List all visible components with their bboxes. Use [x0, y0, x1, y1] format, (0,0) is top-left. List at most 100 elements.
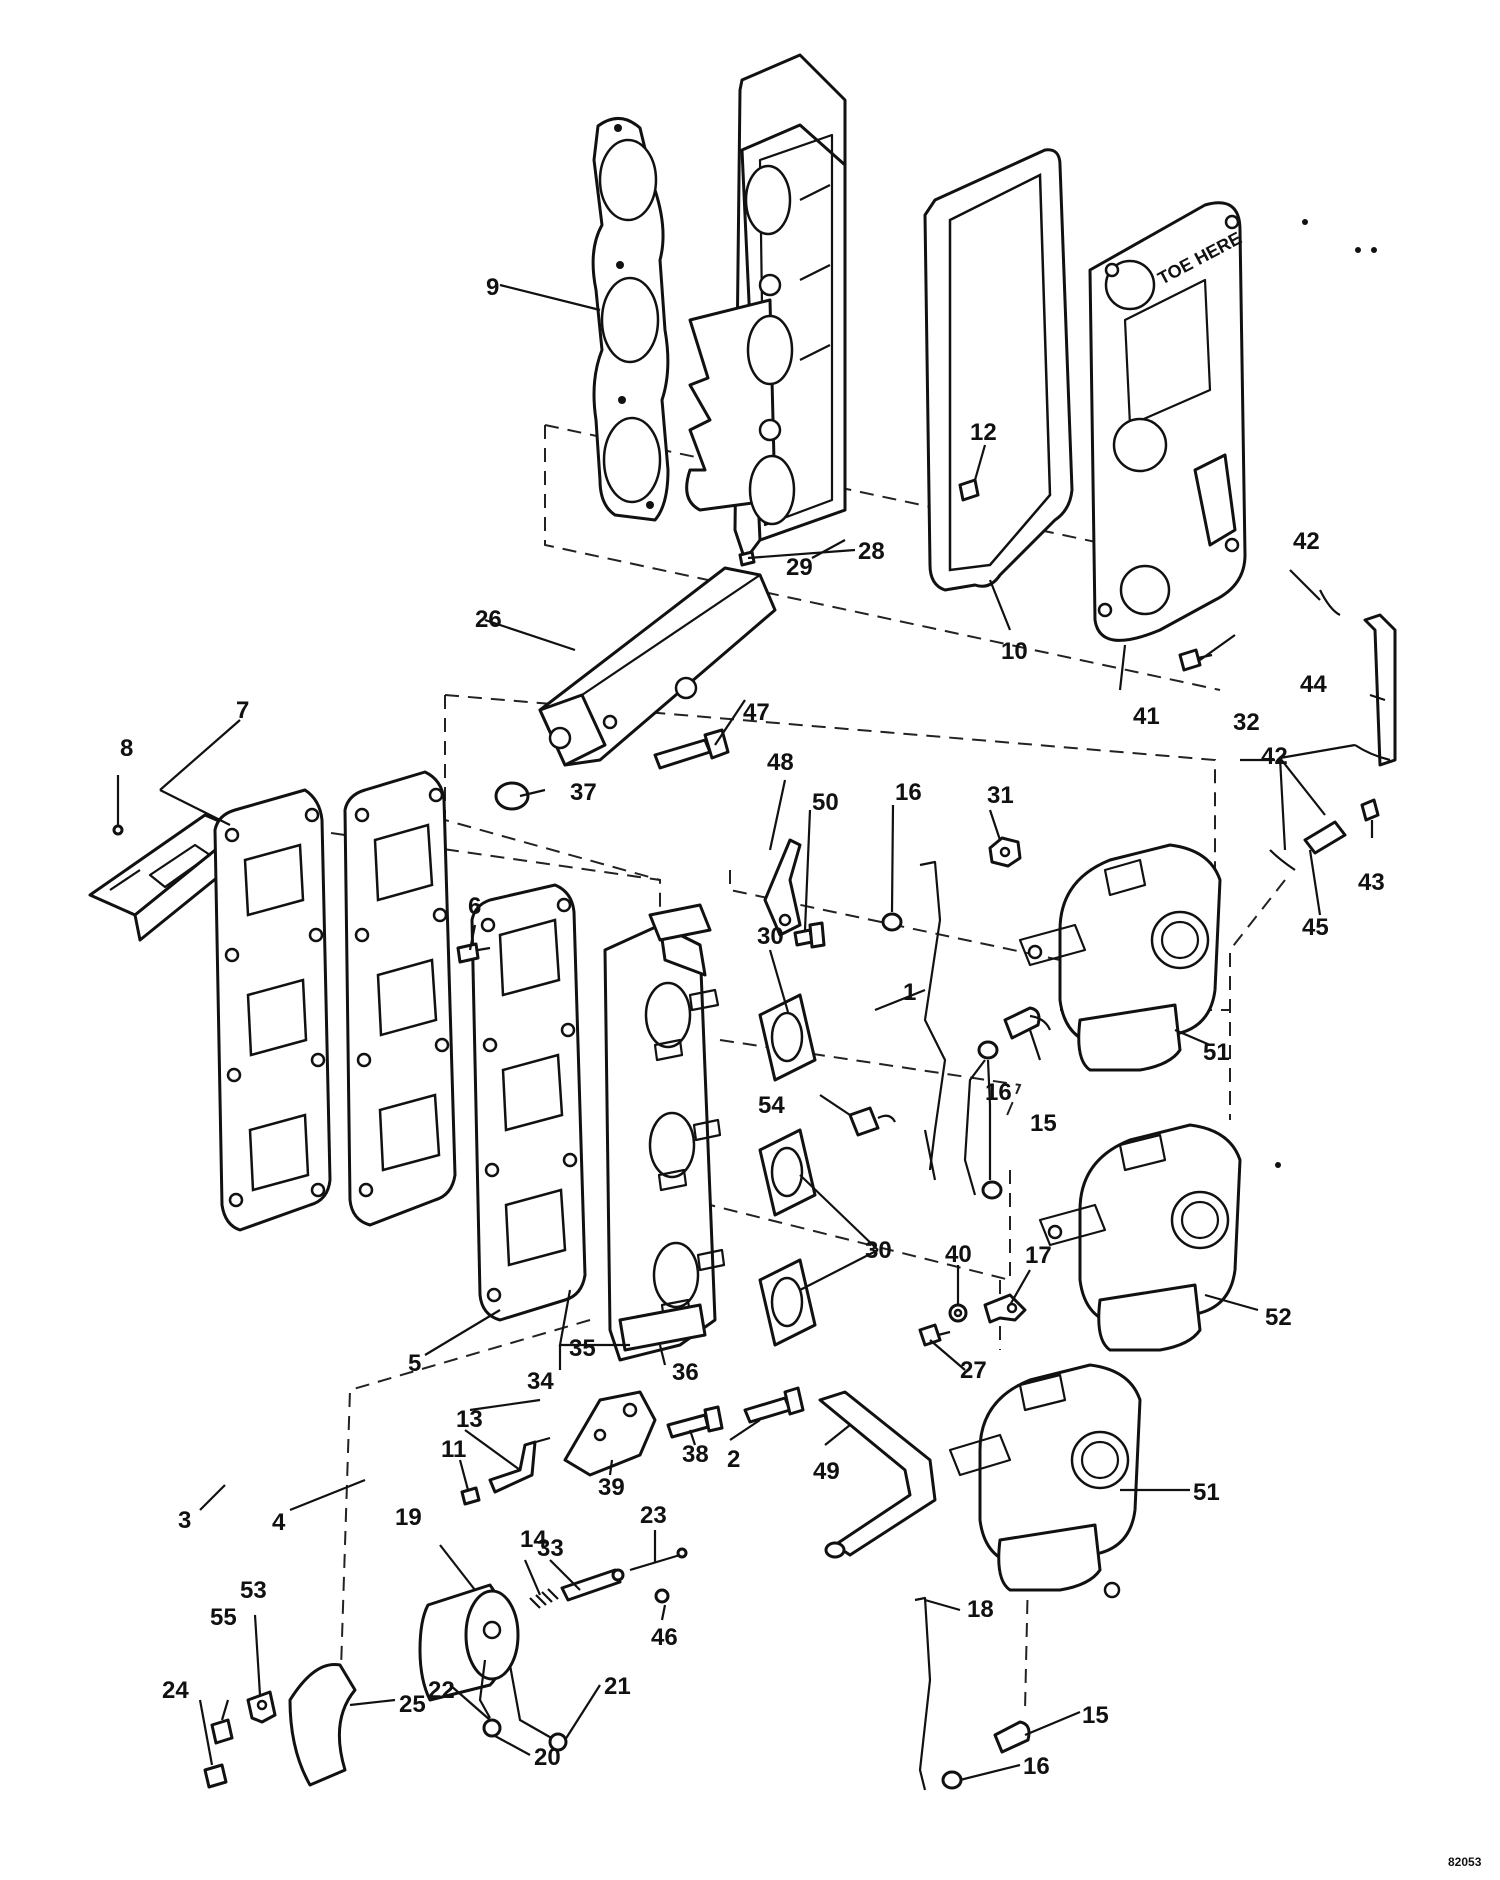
part-54-clip [848, 1106, 896, 1137]
callout-28: 28 [858, 538, 885, 565]
part-15-link-top [1003, 1006, 1052, 1040]
callout-16-bottom: 16 [1023, 1753, 1050, 1780]
callout-14: 14 [520, 1526, 547, 1553]
callout-15-top: 15 [1030, 1110, 1057, 1137]
part-8-small-screw [112, 824, 124, 836]
print-specks [1275, 219, 1377, 1168]
part-31-nut [988, 836, 1022, 868]
part-34-intake-manifold [603, 903, 726, 1362]
part-38-screw [666, 1405, 724, 1439]
part-26-bypass-cover [538, 566, 777, 767]
callout-30-top: 30 [757, 923, 784, 950]
part-47-bolt [653, 728, 730, 770]
part-12-screw [958, 478, 980, 502]
callout-51-bottom: 51 [1193, 1479, 1220, 1506]
callout-40: 40 [945, 1241, 972, 1268]
callout-41: 41 [1133, 703, 1160, 730]
callout-7: 7 [236, 697, 249, 724]
part-55-screw [210, 1718, 234, 1745]
part-51-carburetor-top [1018, 843, 1222, 1072]
part-48-bracket [763, 838, 802, 937]
callout-45: 45 [1302, 914, 1329, 941]
part-25-solenoid-cover [288, 1662, 357, 1787]
part-41-exhaust-cover-plate: TOE HERE [1088, 201, 1247, 642]
part-27-screw [918, 1323, 951, 1347]
part-53-clamp [246, 1690, 277, 1724]
part-18-link-rod [914, 1596, 932, 1791]
part-19-choke-solenoid [418, 1583, 556, 1741]
part-5-gasket [470, 883, 587, 1322]
part-52-carburetor-middle [1038, 1123, 1242, 1352]
part-14-spring [529, 1588, 559, 1609]
part-24-screw [203, 1763, 228, 1789]
callout-9: 9 [486, 274, 499, 301]
part-43-connector [1360, 798, 1380, 822]
callout-37: 37 [570, 779, 597, 806]
part-23-spring [629, 1547, 688, 1572]
callout-11: 11 [441, 1436, 466, 1463]
part-45-fitting [1303, 820, 1347, 855]
part-1-link-rod [919, 860, 947, 1181]
callout-30-bottom: 30 [865, 1237, 892, 1264]
part-20-terminal [482, 1718, 502, 1738]
part-33-plunger [560, 1568, 625, 1602]
callout-15-bottom: 15 [1082, 1702, 1109, 1729]
callout-32: 32 [1233, 709, 1260, 736]
callout-27: 27 [960, 1357, 987, 1384]
part-4-reed-plate [343, 770, 457, 1227]
callout-49: 49 [813, 1458, 840, 1485]
part-28-exhaust-housing [685, 53, 847, 562]
part-30-carb-gasket-top [758, 993, 817, 1082]
callout-16-top: 16 [895, 779, 922, 806]
part-21-terminal [548, 1732, 568, 1752]
callout-12: 12 [970, 419, 997, 446]
callout-16-middle: 16 [985, 1079, 1012, 1106]
callout-23: 23 [640, 1502, 667, 1529]
callout-26: 26 [475, 606, 502, 633]
callout-53: 53 [240, 1577, 267, 1604]
callout-38: 38 [682, 1441, 709, 1468]
callout-36: 36 [672, 1359, 699, 1386]
callout-1: 1 [903, 979, 916, 1006]
part-11-screw [460, 1486, 481, 1506]
callout-18: 18 [967, 1596, 994, 1623]
part-46-nut [654, 1588, 670, 1604]
callout-39: 39 [598, 1474, 625, 1501]
callout-55: 55 [210, 1604, 237, 1631]
callout-34: 34 [527, 1368, 554, 1395]
callout-42-top: 42 [1293, 528, 1320, 555]
figure-code: 82053 [1448, 1855, 1482, 1869]
part-44-fuel-hose [1363, 613, 1397, 767]
callout-labels: 1 2 3 4 5 6 7 8 9 10 11 12 13 14 15 15 1… [120, 274, 1385, 1780]
part-51-carburetor-bottom [948, 1363, 1142, 1599]
part-16-nut-top [881, 912, 903, 932]
callout-51-top: 51 [1203, 1039, 1230, 1066]
callout-2: 2 [727, 1446, 740, 1473]
callout-5: 5 [408, 1350, 421, 1377]
part-37-plug [494, 781, 530, 811]
part-13-bracket [488, 1436, 551, 1494]
part-30-carb-gasket-bottom [758, 1258, 817, 1347]
callout-17: 17 [1025, 1242, 1052, 1269]
callout-3: 3 [178, 1507, 191, 1534]
callout-43: 43 [1358, 869, 1385, 896]
callout-31: 31 [987, 782, 1014, 809]
part-40-washer [948, 1303, 968, 1323]
callout-24: 24 [162, 1677, 189, 1704]
part-42-clamp-top [1319, 589, 1341, 616]
callout-10: 10 [1001, 638, 1028, 665]
callout-46: 46 [651, 1624, 678, 1651]
part-16-nut-middle [977, 1040, 1003, 1200]
callout-6: 6 [468, 893, 481, 920]
callout-52: 52 [1265, 1304, 1292, 1331]
callout-21: 21 [604, 1673, 631, 1700]
callout-42-lower: 42 [1261, 743, 1288, 770]
part-30-carb-gasket-middle [758, 1128, 817, 1217]
callout-25: 25 [399, 1691, 426, 1718]
callout-8: 8 [120, 735, 133, 762]
callout-13: 13 [456, 1406, 483, 1433]
callout-22: 22 [428, 1677, 455, 1704]
part-50-screw [793, 921, 826, 949]
